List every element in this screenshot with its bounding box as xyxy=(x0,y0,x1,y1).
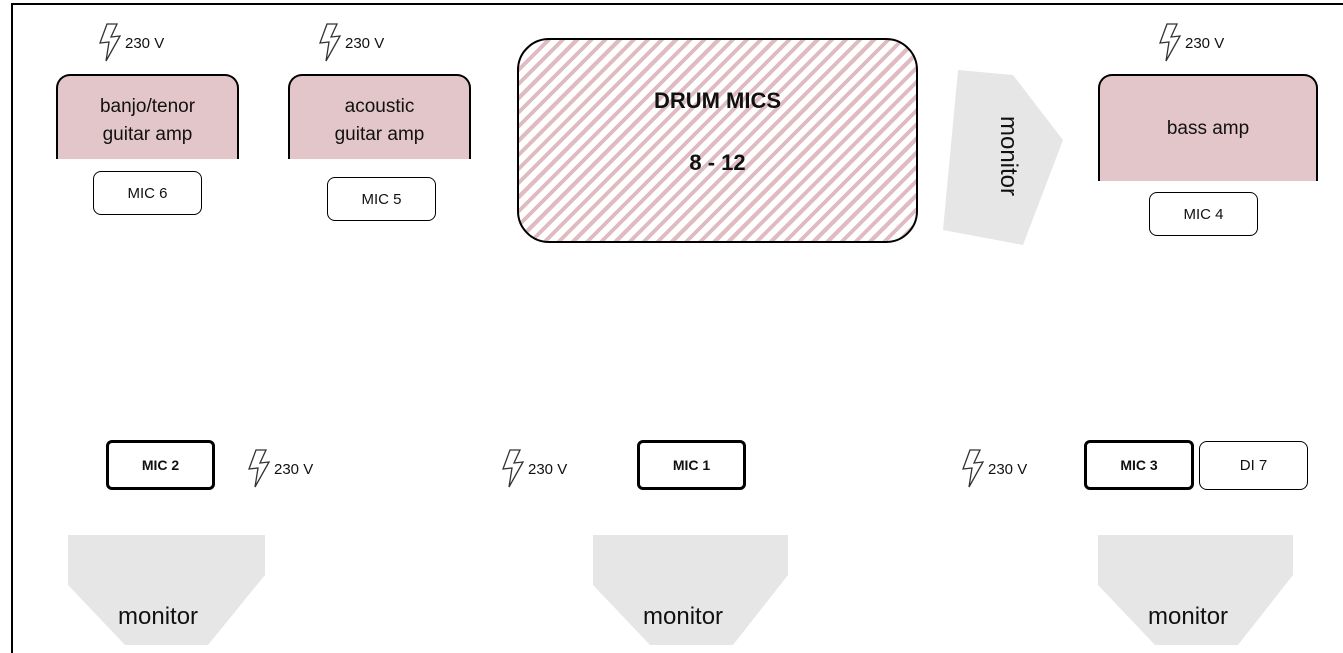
lightning-icon xyxy=(248,449,271,488)
drum-mics-area: DRUM MICS 8 - 12 xyxy=(517,38,918,243)
drum-monitor xyxy=(943,70,1063,245)
drum-mics-range: 8 - 12 xyxy=(689,149,746,175)
drum-monitor-label: monitor xyxy=(995,115,1022,197)
amp-label-line1: acoustic xyxy=(344,95,415,117)
power-outlet-banjo: 230 V xyxy=(98,23,164,63)
bass-amp: bass amp xyxy=(1098,74,1318,181)
mic-1-box: MIC 1 xyxy=(637,440,746,490)
power-label: 230 V xyxy=(274,460,314,478)
power-label: 230 V xyxy=(345,34,385,52)
mic-5-box: MIC 5 xyxy=(327,177,436,221)
acoustic-guitar-amp: acoustic guitar amp xyxy=(288,74,471,159)
di-7-box: DI 7 xyxy=(1199,441,1308,490)
lightning-icon xyxy=(99,23,122,62)
drum-mics-title: DRUM MICS xyxy=(653,87,782,113)
floor-monitor-right-label: monitor xyxy=(1148,603,1229,630)
mic-2-box: MIC 2 xyxy=(106,440,215,490)
power-outlet-bass: 230 V xyxy=(1158,23,1224,63)
lightning-icon xyxy=(962,449,985,488)
amp-label-line1: banjo/tenor xyxy=(99,95,196,117)
floor-monitor-right xyxy=(1098,535,1293,645)
banjo-guitar-amp: banjo/tenor guitar amp xyxy=(56,74,239,159)
power-outlet-mic1: 230 V xyxy=(501,449,567,489)
power-outlet-acoustic: 230 V xyxy=(318,23,384,63)
mic-6-box: MIC 6 xyxy=(93,171,202,215)
power-label: 230 V xyxy=(988,460,1028,478)
stage-plot: 230 V 230 V 230 V 230 V 230 V 230 V banj… xyxy=(11,3,1343,653)
power-label: 230 V xyxy=(528,460,568,478)
floor-monitor-center xyxy=(593,535,788,645)
floor-monitor-center-label: monitor xyxy=(643,603,724,630)
amp-label: bass amp xyxy=(1166,117,1250,139)
floor-monitor-left xyxy=(68,535,265,645)
amp-label-line2: guitar amp xyxy=(334,123,425,145)
floor-monitor-left-label: monitor xyxy=(118,603,199,630)
mic-4-box: MIC 4 xyxy=(1149,192,1258,236)
power-label: 230 V xyxy=(125,34,165,52)
power-outlet-mic3: 230 V xyxy=(961,449,1027,489)
lightning-icon xyxy=(502,449,525,488)
power-outlet-mic2: 230 V xyxy=(247,449,313,489)
lightning-icon xyxy=(319,23,342,62)
power-label: 230 V xyxy=(1185,34,1225,52)
mic-3-box: MIC 3 xyxy=(1084,440,1194,490)
amp-label-line2: guitar amp xyxy=(102,123,193,145)
lightning-icon xyxy=(1159,23,1182,62)
